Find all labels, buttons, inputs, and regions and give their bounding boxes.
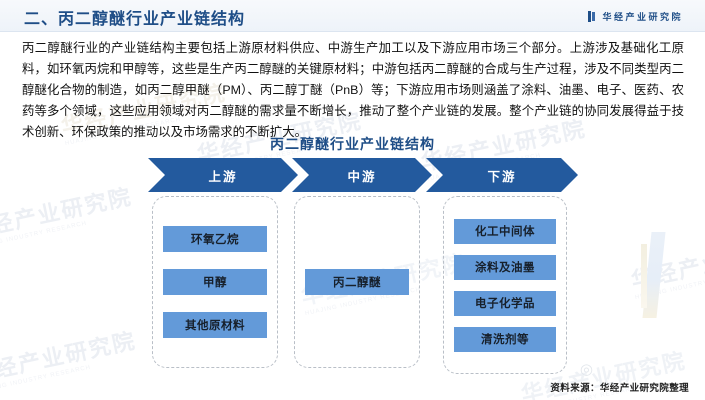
stage-arrow-row: 上游 中游 下游 xyxy=(148,158,566,192)
decorative-ribbon-accent xyxy=(641,244,647,308)
node-item: 涂料及油墨 xyxy=(454,254,556,280)
node-item: 电子化学品 xyxy=(454,290,556,316)
midstream-node-group: 丙二醇醚 xyxy=(294,196,420,368)
stage-arrow-midstream: 中游 xyxy=(292,158,432,192)
page-header: 二、丙二醇醚行业产业链结构 华经产业研究院 xyxy=(0,0,705,32)
chart-title: 丙二醇醚行业产业链结构 xyxy=(270,136,435,152)
page-title: 二、丙二醇醚行业产业链结构 xyxy=(24,11,246,28)
node-item: 其他原材料 xyxy=(163,312,267,338)
source-note: 资料来源：华经产业研究院整理 xyxy=(550,383,689,394)
downstream-node-group: 化工中间体 涂料及油墨 电子化学品 清洗剂等 xyxy=(443,196,567,374)
brand: 华经产业研究院 xyxy=(588,10,683,23)
industry-chain-diagram: 丙二醇醚行业产业链结构 上游 中游 下游 环氧乙烷 甲醇 其他原材料 丙二醇醚 … xyxy=(0,134,705,374)
upstream-node-group: 环氧乙烷 甲醇 其他原材料 xyxy=(152,196,278,368)
node-item: 丙二醇醚 xyxy=(305,269,409,295)
stage-arrow-downstream: 下游 xyxy=(426,158,578,192)
node-item: 环氧乙烷 xyxy=(163,226,267,252)
brand-name: 华经产业研究院 xyxy=(602,12,683,22)
node-item: 化工中间体 xyxy=(454,218,556,244)
body-paragraph: 丙二醇醚行业的产业链结构主要包括上游原材料供应、中游生产加工以及下游应用市场三个… xyxy=(22,41,684,139)
bookmark-logo-icon xyxy=(588,11,597,22)
node-item: 清洗剂等 xyxy=(454,326,556,352)
node-item: 甲醇 xyxy=(163,269,267,295)
stage-arrow-upstream: 上游 xyxy=(148,158,298,192)
weibo-icon: ◎ xyxy=(579,361,593,378)
